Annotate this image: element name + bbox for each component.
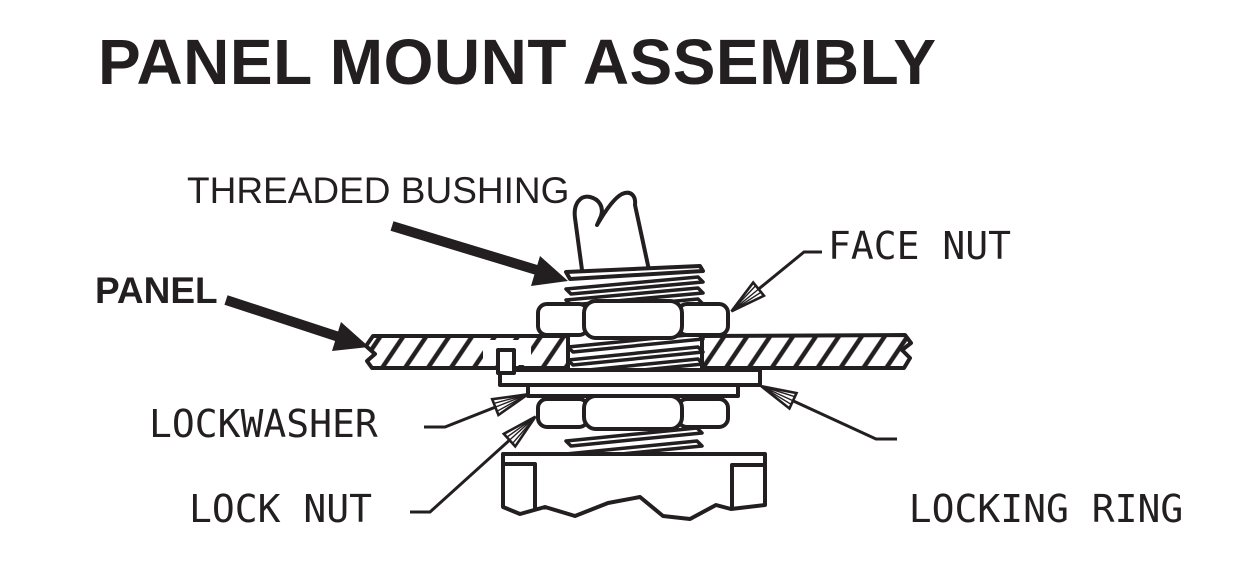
switch-body-notch-left [504,462,537,509]
label-panel: PANEL [95,270,218,311]
panel-arrow [224,295,369,351]
lockwasher-leader [424,392,529,429]
panel-right-section [700,333,913,370]
locking-ring-tab [496,348,516,375]
threaded-bushing-cap [564,264,705,281]
label-lock-nut: LOCK NUT [189,487,373,531]
threaded-bushing-arrow [390,221,568,286]
toggle-lever [572,190,651,271]
diagram-title: PANEL MOUNT ASSEMBLY [98,26,937,98]
label-lockwasher: LOCKWASHER [149,402,378,446]
label-threaded-bushing: THREADED BUSHING [187,170,570,211]
label-locking-ring-line1: LOCKING RING [908,487,1184,531]
locking-ring-plate [498,368,762,387]
panel-left-section [364,334,570,370]
label-locking-ring: LOCKING RING (IF USED) [900,414,1192,578]
switch-body [501,452,767,521]
lock-nut [536,394,730,431]
lock-nut-leader [410,415,537,514]
face-nut [536,299,730,340]
label-face-nut: FACE NUT [828,224,1012,268]
switch-body-notch-right [730,463,764,508]
locking-ring-leader [760,384,897,441]
face-nut-leader [730,250,822,313]
